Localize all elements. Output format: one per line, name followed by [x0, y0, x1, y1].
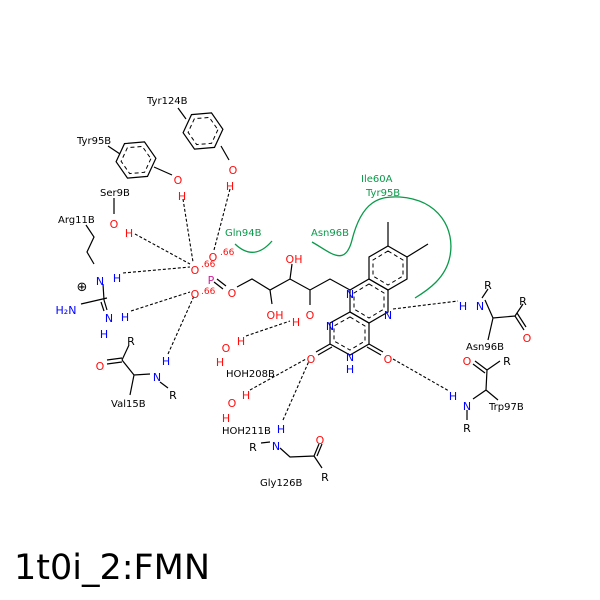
- atom-label: OH: [267, 309, 284, 322]
- hydrophobic-label-asn96b: Asn96B: [311, 228, 349, 239]
- atom-label: R: [169, 389, 177, 402]
- atom-label: H: [242, 389, 250, 402]
- atom-label: H: [292, 316, 300, 329]
- atom-label: N: [384, 309, 392, 322]
- charge-label: .66: [201, 260, 216, 270]
- atom-label: O: [306, 309, 315, 322]
- benzo-ring-aromatic: [372, 250, 404, 286]
- residue-label-hoh211b: HOH211B: [222, 426, 271, 437]
- atom-label: N: [346, 351, 354, 364]
- residue-label-tyr95b: Tyr95B: [76, 136, 111, 147]
- atom-label: H: [113, 272, 121, 285]
- atom-label: P: [208, 274, 215, 287]
- tyr124b-phenyl-ring: [182, 112, 224, 150]
- atom-label: R: [321, 471, 329, 484]
- atom-label: R: [503, 355, 511, 368]
- pyrazine-ring: [349, 278, 389, 324]
- pyrimidine-ring-aromatic: [333, 316, 366, 351]
- benzo-ring: [368, 245, 408, 291]
- residue-label-arg11b: Arg11B: [58, 215, 95, 226]
- page-title: 1t0i_2:FMN: [14, 548, 211, 588]
- atom-label: N: [463, 400, 471, 413]
- atom-label: R: [249, 441, 257, 454]
- atom-label: H: [100, 328, 108, 341]
- atom-label: H: [449, 390, 457, 403]
- tyr124b-aromatic-bonds: [187, 116, 219, 146]
- hydrophobic-arc-asn96b-ile60a-tyr95b: [311, 196, 452, 299]
- charge-label: .66: [201, 287, 216, 297]
- atom-label: N: [153, 371, 161, 384]
- residue-label-gly126b: Gly126B: [260, 478, 303, 489]
- atom-label: R: [519, 295, 527, 308]
- atom-label: O: [523, 332, 532, 345]
- atom-label: H: [216, 356, 224, 369]
- ligand-bonds: [213, 222, 429, 356]
- hydrophobic-label-tyr95b: Tyr95B: [365, 188, 400, 199]
- atom-label: O: [174, 174, 183, 187]
- atom-label: H: [226, 180, 234, 193]
- atom-label: H₂N: [56, 304, 77, 317]
- residue-label-trp97b: Trp97B: [488, 402, 524, 413]
- atom-label: N: [476, 300, 484, 313]
- positive-charge-icon: ⊕: [77, 280, 88, 295]
- hydrophobic-arc-gln94b: [234, 240, 273, 253]
- atom-label: H: [237, 335, 245, 348]
- residue-label-val15b: Val15B: [111, 399, 146, 410]
- atom-label: H: [346, 363, 354, 376]
- atom-label: O: [191, 288, 200, 301]
- atom-label: H: [125, 227, 133, 240]
- residue-label-asn96b: Asn96B: [466, 342, 504, 353]
- residue-bonds: [80, 107, 527, 469]
- atom-label: O: [228, 397, 237, 410]
- atom-label: H: [162, 355, 170, 368]
- residue-label-hoh208b: HOH208B: [226, 369, 275, 380]
- atom-label: O: [463, 355, 472, 368]
- atom-label: O: [229, 164, 238, 177]
- atom-label: O: [209, 251, 218, 264]
- pyrazine-ring-aromatic: [353, 283, 385, 319]
- pyrimidine-ring: [329, 311, 370, 356]
- atom-label: N: [346, 288, 354, 301]
- atom-label: H: [121, 311, 129, 324]
- atom-label: O: [316, 434, 325, 447]
- atom-label: N: [105, 312, 113, 325]
- residue-label-tyr124b: Tyr124B: [146, 96, 188, 107]
- hydrogen-bonds: [122, 188, 459, 421]
- tyr95b-aromatic-bonds: [120, 145, 152, 175]
- atom-label: R: [463, 422, 471, 435]
- atom-label: O: [384, 353, 393, 366]
- residue-label-ser9b: Ser9B: [100, 188, 130, 199]
- atom-label: H: [277, 423, 285, 436]
- atom-label: O: [191, 264, 200, 277]
- atom-label: N: [326, 320, 334, 333]
- atom-label: H: [459, 300, 467, 313]
- atom-label: N: [272, 440, 280, 453]
- atom-label: H: [178, 190, 186, 203]
- atom-label: O: [110, 218, 119, 231]
- atom-label: H: [222, 412, 230, 425]
- tyr95b-phenyl-ring: [115, 141, 157, 179]
- atom-label: R: [484, 279, 492, 292]
- atom-label: O: [222, 342, 231, 355]
- atom-label: OH: [286, 253, 303, 266]
- atom-label: N: [96, 275, 104, 288]
- hydrophobic-label-ile60a: Ile60A: [361, 174, 393, 185]
- atom-label: O: [96, 360, 105, 373]
- charge-label: .66: [220, 248, 235, 258]
- atom-label: O: [228, 287, 237, 300]
- atom-label: R: [127, 335, 135, 348]
- hydrophobic-label-gln94b: Gln94B: [225, 228, 262, 239]
- atom-label: O: [307, 353, 316, 366]
